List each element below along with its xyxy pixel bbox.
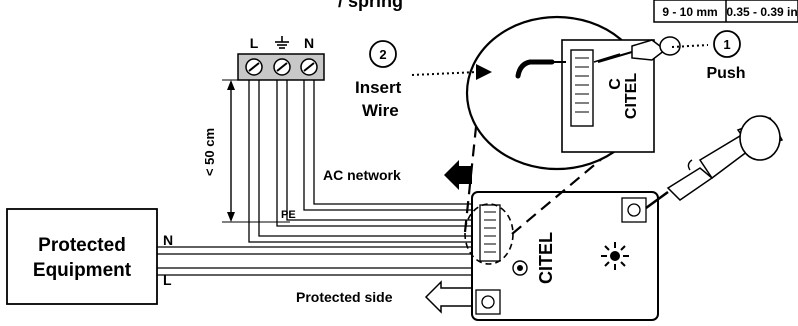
module-brand: CITEL [536,232,556,284]
screwdriver-icon [645,115,784,210]
step-2: 2 Insert Wire [355,40,492,120]
step-2-number: 2 [379,47,386,62]
zoom-brand-short: C [607,78,624,90]
step-1-number: 1 [723,37,730,52]
equipment-label-line1: Protected [38,235,126,256]
length-dimension: < 50 cm [202,79,290,223]
wire-end-icon [515,59,566,79]
status-light-icon [601,242,629,270]
zoom-detail: C CITEL [465,15,655,171]
supply-wires [248,80,474,243]
mounting-hole-icon-bottom [475,289,501,315]
screw-icon-l [245,58,263,76]
step-1-label: Push [706,65,745,82]
terminal-label-neutral: N [304,35,314,51]
terminal-label-live: L [250,35,259,51]
zoom-line-left [463,107,480,233]
neutral-wire-label: N [163,232,173,248]
ac-network-label: AC network [323,167,401,183]
title-fragment: / spring [338,0,403,11]
protected-side-arrow-icon [424,280,475,314]
stripping-length-table: 9 - 10 mm 0.35 - 0.39 in [653,0,798,23]
step-1: 1 Push [671,30,746,82]
screw-icon-pe [273,58,291,76]
screwdriver-push-icon [597,36,681,63]
protected-side-label: Protected side [296,289,393,305]
small-screw-icon [512,260,528,276]
zoom-brand: CITEL [623,73,640,119]
mounting-hole-icon-top [621,197,647,223]
pe-wire-label: PE [281,209,296,221]
step-2-label-line1: Insert [355,78,402,97]
earth-icon [275,36,289,49]
step-2-label-line2: Wire [362,101,399,120]
equipment-label-line2: Equipment [33,260,132,281]
terminal-block [237,53,325,81]
spd-module: CITEL [464,191,659,321]
spec-mm: 9 - 10 mm [662,5,717,19]
protected-wires [157,246,474,276]
live-wire-label: L [163,272,172,288]
screw-icon-n [300,58,318,76]
spec-inch: 0.35 - 0.39 in [726,5,797,19]
ac-network-arrow-icon [444,160,472,190]
length-limit-label: < 50 cm [202,128,217,176]
protected-equipment: Protected Equipment [6,208,158,305]
